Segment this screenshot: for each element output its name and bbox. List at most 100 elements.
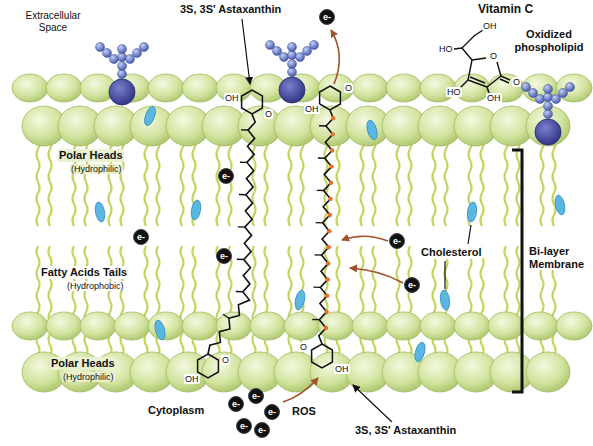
methyl-branch [318,157,325,159]
fatty-acid-tail [505,138,508,226]
electron-dot [328,197,332,201]
electron-circle: e- [236,418,252,434]
fatty-acid-tail [541,138,544,226]
lipid-head [352,312,388,340]
text-label: (Hydrophilic) [62,372,115,382]
text-label: (Hydrophobic) [66,281,125,291]
electron-dot [326,277,330,281]
fatty-acid-tail [181,246,184,356]
oxidized-chain-bead [536,95,545,104]
ring [198,354,219,378]
oxidized-chain-bead [552,95,561,104]
electron-arrow [342,236,388,241]
electron-text: e- [137,233,145,242]
fatty-acid-tail [409,138,412,226]
oxidized-chain-bead [288,60,297,69]
lipid-head [114,312,150,340]
ring [242,90,263,114]
vitamin-c-structure [454,30,510,93]
lipid-head [386,312,422,340]
atom-label: OH [334,364,350,374]
text-label: 3S, 3S' Astaxanthin [355,424,456,437]
bond [454,48,462,49]
fatty-acid-tail [289,246,292,356]
electron-circle: e- [228,396,244,412]
methyl-branch [236,291,243,293]
polyene-chain [208,114,255,354]
fatty-acid-tail [517,246,520,356]
fatty-acid-tail [481,246,484,356]
text-label: (Hydrophilic) [70,164,123,174]
atom-label: OH [224,93,240,103]
lipid-head [420,312,456,340]
methyl-branch [238,226,245,228]
oxidized-head [279,77,305,103]
electron-dot [329,164,333,168]
cholesterol-shape [365,119,379,141]
fatty-acid-tail [337,138,340,226]
electron-text: e- [222,172,230,181]
atom-label: OH [184,374,200,384]
electron-dot [327,229,331,233]
methyl-branch [316,222,323,224]
electron-circle: e- [404,277,420,293]
oxidized-chain-bead [544,110,553,119]
fatty-acid-tail [253,138,256,226]
leader-line [444,261,445,289]
fatty-acid-tail [397,138,400,226]
atom-label: OH [482,21,498,31]
electron-circle: e- [254,422,270,438]
electron-dot [326,261,330,265]
oxidized-chain-bead [118,62,127,71]
fatty-acid-tail [37,138,40,226]
text-label: 3S, 3S' Astaxanthin [180,3,281,16]
lipid-head [12,312,48,340]
polyene-chain [319,110,333,344]
fatty-acid-tail [145,246,148,356]
electron-text: e- [232,400,240,409]
oxidized-chain-bead [118,45,127,54]
cholesterol-shape [554,194,567,215]
atom-label: O [489,51,498,61]
electron-circle: e- [319,9,335,25]
text-label: Polar Heads [58,149,124,162]
atom-label: HO [438,44,454,54]
fatty-acid-tail [289,138,292,226]
oxidized-chain-bead [288,68,297,77]
lipid-head [80,312,116,340]
lipid-head [454,312,490,340]
oxidized-chain-bead [296,53,305,62]
bond [470,77,485,83]
methyl-branch [223,314,229,318]
fatty-acid-tail [49,246,52,356]
lipid-head [352,74,388,102]
fatty-acid-tail [445,138,448,226]
text-label: ROS [292,405,316,418]
bond [468,60,487,87]
fatty-acid-tail [109,246,112,356]
ring [312,344,333,368]
cholesterol-shape [439,289,451,310]
oxidized-chain-bead [118,53,127,62]
bond [500,76,510,83]
methyl-branch [241,129,248,131]
fatty-acid-tail [433,138,436,226]
fatty-acid-tail [325,138,328,226]
text-label: Oxidized phospholipid [508,28,590,53]
methyl-branch [239,194,246,196]
lipid-head [182,74,218,102]
fatty-acid-tail [361,246,364,356]
leader-line [353,385,392,422]
cholesterol-shape [153,319,167,341]
methyl-branch [315,254,322,256]
cholesterol-shape [142,105,157,127]
methyl-branch [240,161,247,163]
fatty-acid-tail [157,138,160,226]
methyl-branch [319,125,326,127]
electron-text: e- [258,426,266,435]
lipid-head [556,312,592,340]
lipid-head [526,352,570,392]
polar-heads [12,74,592,146]
lipid-head [526,106,570,146]
atom-label: HO [446,87,462,97]
